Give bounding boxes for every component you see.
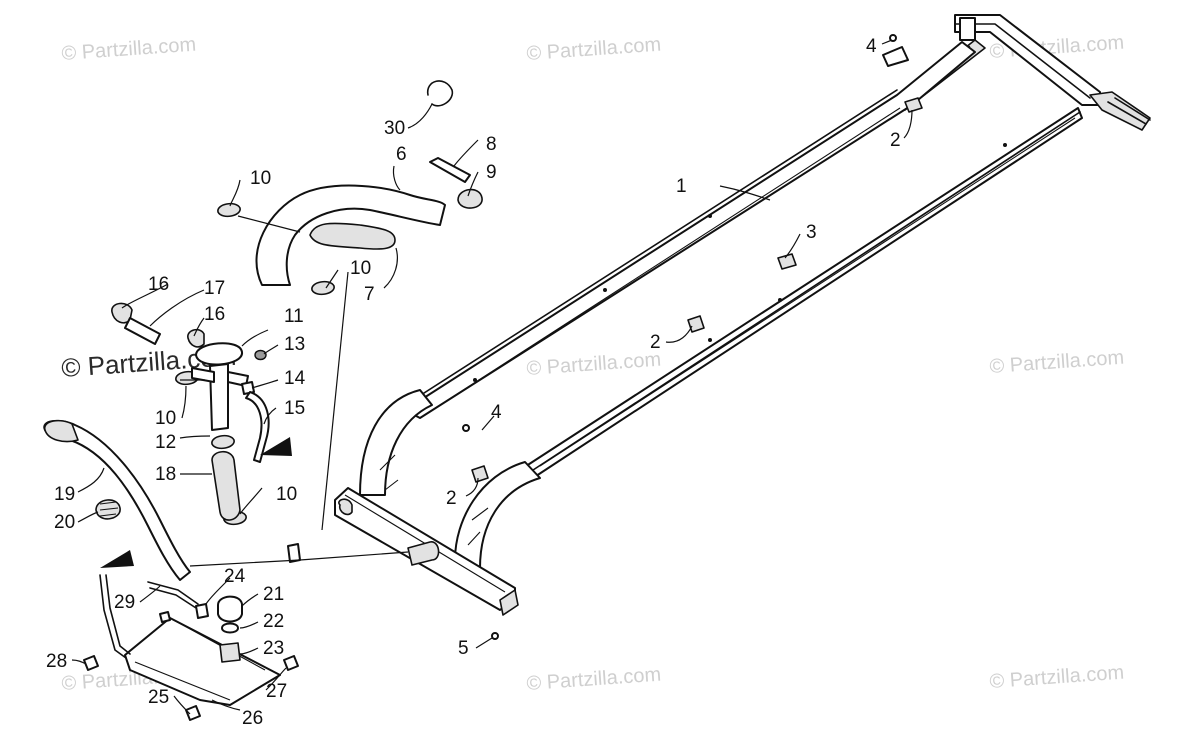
callout-15: 15 [284,398,305,419]
washer-icon [221,622,239,634]
fitting-icon [241,381,255,395]
callout-26: 26 [242,708,263,729]
callout-11: 11 [284,306,304,327]
callout-5: 5 [458,638,469,659]
hose-clamp-icon [311,280,335,296]
cap-icon [254,349,267,361]
filler-cap-icon [217,595,243,623]
callout-30: 30 [384,118,405,139]
callout-4: 4 [866,36,877,57]
clip-icon [287,543,301,563]
tube-icon [124,317,161,345]
callout-24: 24 [224,566,246,587]
callout-21: 21 [263,584,284,605]
callout-17: 17 [204,278,225,299]
hose-clamp-icon [211,434,235,450]
hose-icon [245,391,270,463]
clamp-ring-icon [427,80,454,107]
clip-icon [904,97,923,113]
callout-23: 23 [263,638,284,659]
callout-4: 4 [491,402,502,423]
hose-clamp-icon [217,202,241,218]
elbow-hose-icon [211,450,241,521]
callout-10: 10 [250,168,271,189]
clip-icon [471,465,489,483]
callout-16: 16 [204,304,225,325]
flow-arrow-icon [100,550,134,568]
hose-assembly [43,80,483,581]
callout-10: 10 [155,408,176,429]
callout-18: 18 [155,464,176,485]
hose-icon [255,184,446,286]
watermark: © Partzilla.com [989,347,1125,378]
watermark: © Partzilla.com [526,34,662,65]
callout-8: 8 [486,134,497,155]
fitting-icon [111,302,133,324]
callout-29: 29 [114,592,135,613]
watermark: © Partzilla.com [526,349,662,380]
watermark: © Partzilla.com [526,664,662,695]
reservoir-assembly [83,574,299,721]
callout-3: 3 [806,222,817,243]
rivet-icon [491,632,499,640]
callout-14: 14 [284,368,306,389]
callout-20: 20 [54,512,75,533]
callout-6: 6 [396,144,407,165]
tee-fitting-icon [195,342,243,366]
tunnel-assembly [334,14,1151,616]
callout-13: 13 [284,334,305,355]
callout-2: 2 [650,332,661,353]
flow-arrow-icon [260,437,292,456]
fitting-icon [195,603,209,619]
callout-12: 12 [155,432,176,453]
sleeve-icon [309,222,396,250]
leader-lines [71,39,913,715]
watermark: © Partzilla.com [61,34,197,65]
callout-25: 25 [148,687,169,708]
bracket-icon [882,46,909,67]
callout-1: 1 [676,176,687,197]
callout-16: 16 [148,274,169,295]
rivet-icon [889,34,897,42]
screw-icon [185,705,201,721]
screw-icon [159,611,171,623]
clip-icon [457,188,483,209]
callout-27: 27 [266,681,287,702]
screw-icon [283,655,299,671]
tunnel-hardware [462,34,923,640]
callout-9: 9 [486,162,497,183]
screw-icon [83,655,99,671]
callout-labels: 1 2 2 2 3 4 4 5 6 7 8 9 10 10 10 10 11 1… [46,36,901,729]
callout-7: 7 [364,284,375,305]
overflow-hose-icon [147,581,199,605]
watermark: © Partzilla.com [989,662,1125,693]
callout-10: 10 [350,258,371,279]
callout-2: 2 [446,488,457,509]
callout-2: 2 [890,130,901,151]
fitting-icon [187,328,205,348]
callout-22: 22 [263,611,284,632]
callout-28: 28 [46,651,67,672]
filler-neck-icon [219,642,241,663]
bolt-icon [429,157,471,183]
rivet-icon [462,424,470,432]
callout-10: 10 [276,484,297,505]
callout-19: 19 [54,484,75,505]
